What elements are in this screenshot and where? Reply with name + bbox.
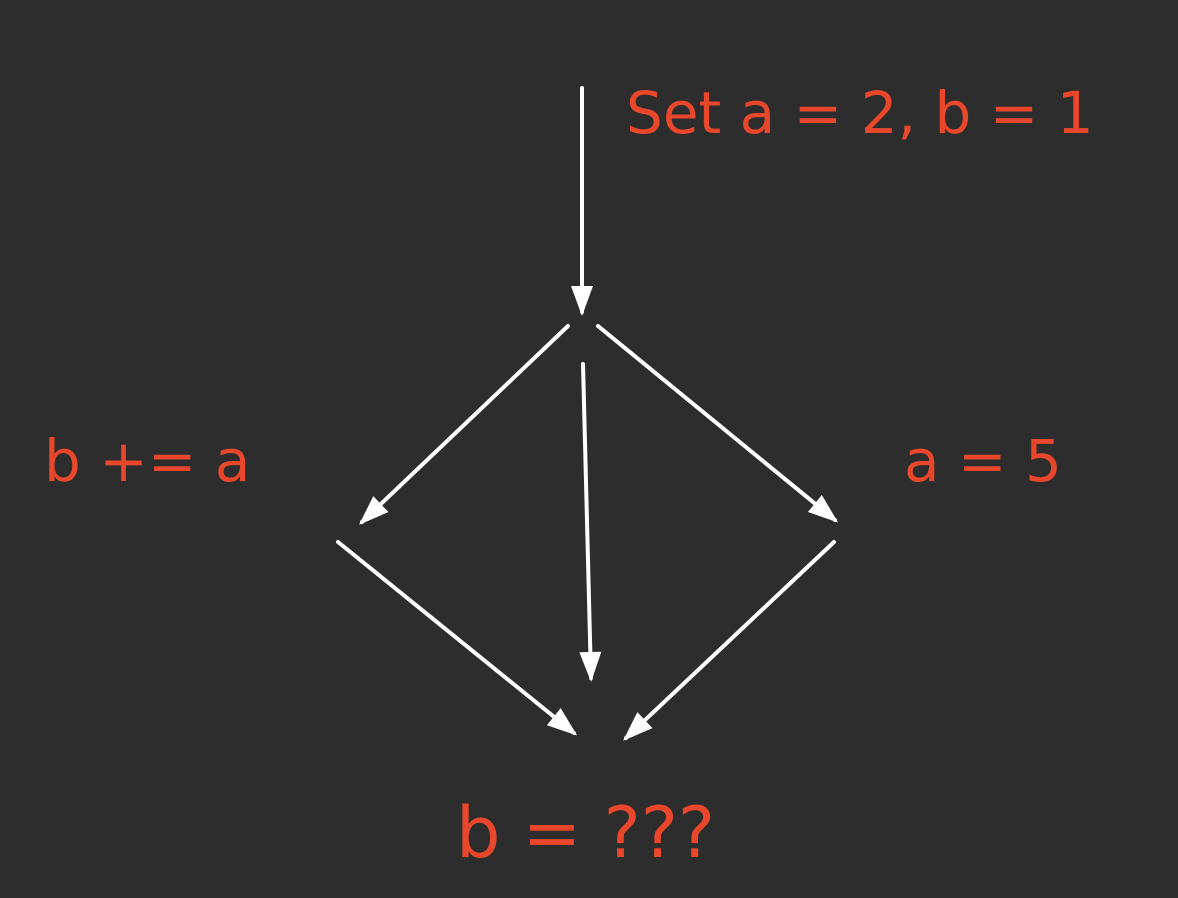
right-branch-label: a = 5 (904, 427, 1062, 495)
arrow-split-to-left (360, 324, 570, 524)
arrow-right-to-merge-head (623, 712, 653, 741)
arrow-center-to-merge (581, 362, 593, 680)
arrow-right-to-merge (624, 540, 836, 740)
arrow-split-to-right-head (807, 495, 839, 523)
arrow-group (336, 86, 839, 741)
arrow-left-to-merge-head (546, 708, 578, 736)
arrow-left-to-merge (336, 540, 576, 735)
initial-assignment-label: Set a = 2, b = 1 (626, 79, 1094, 147)
left-branch-label: b += a (44, 427, 251, 495)
arrow-init-to-split-head (571, 286, 593, 316)
arrow-center-to-merge-head (579, 651, 602, 682)
result-label: b = ??? (456, 792, 716, 874)
arrow-split-to-right (596, 324, 837, 522)
arrow-split-to-left-head (359, 496, 389, 525)
